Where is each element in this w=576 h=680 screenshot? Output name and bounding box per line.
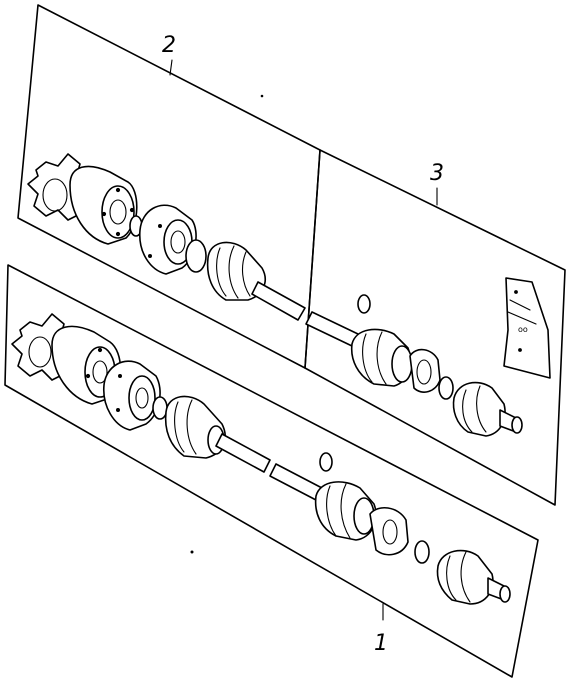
inner-cv-joint-housing (69, 165, 138, 245)
panel-3-outer-joint-kit: 3 oo (304, 149, 566, 506)
panel-1-border (4, 264, 539, 678)
scan-speck (190, 550, 194, 554)
boot-clamp-1 (369, 507, 409, 556)
boot-clamp-3 (409, 348, 441, 393)
outer-cv-joint-3 (452, 381, 523, 437)
retaining-ring-3 (357, 294, 371, 314)
scan-speck (260, 94, 264, 98)
panel-2-axle-assembly: 2 (17, 4, 321, 369)
inner-joint-flange-1 (103, 360, 161, 431)
inner-boot-1 (164, 395, 226, 459)
instruction-sheet-3: oo (503, 277, 551, 379)
inner-boot (185, 239, 266, 301)
retaining-ring-1 (319, 452, 333, 472)
svg-text:oo: oo (518, 325, 528, 334)
outer-cv-joint-1 (436, 549, 511, 605)
callout-label-2: 2 (162, 33, 176, 58)
axle-shaft-lower (215, 433, 323, 501)
outer-ring-1 (414, 540, 430, 564)
panel-1-axle-assembly: 1 (4, 264, 539, 678)
outer-boot-3 (350, 328, 413, 387)
axle-shaft-upper (251, 281, 306, 321)
callout-2-leader (169, 59, 173, 76)
panel-3-border (304, 149, 566, 506)
outer-ring-3 (438, 376, 454, 400)
outer-boot-1 (314, 481, 377, 541)
callout-label-1: 1 (374, 631, 388, 656)
shaft-stub-3 (305, 311, 359, 347)
callout-label-3: 3 (430, 161, 444, 186)
